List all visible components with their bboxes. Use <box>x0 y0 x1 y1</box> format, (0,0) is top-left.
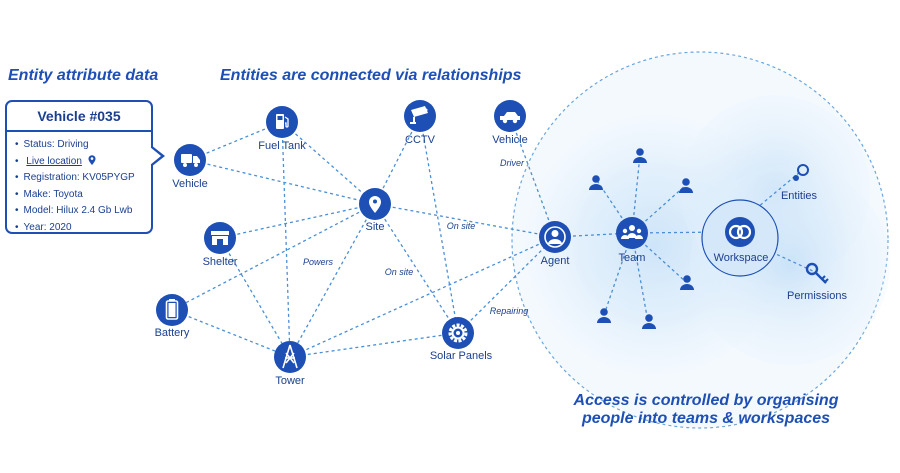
edge-label-repairing: Repairing <box>490 306 529 316</box>
node-vehicle-label: Vehicle <box>172 178 207 190</box>
person-icon <box>589 175 603 190</box>
node-workspace-label: Workspace <box>714 252 769 264</box>
attribute-make-text: Make: Toyota <box>23 188 83 200</box>
node-battery-label: Battery <box>155 327 190 339</box>
node-solar-panels[interactable]: Solar Panels <box>430 317 493 362</box>
edge-label-powers: Powers <box>303 257 334 267</box>
node-shelter-label: Shelter <box>203 256 238 268</box>
map-pin-icon <box>369 196 381 213</box>
edge-label-on-site-solar: On site <box>385 267 414 277</box>
attribute-model: Model: Hilux 2.4 Gb Lwb <box>15 203 151 220</box>
attribute-year: Year: 2020 <box>15 220 151 237</box>
edge-label-on-site-agent: On site <box>447 221 476 231</box>
node-entities-label: Entities <box>781 190 818 202</box>
person-icon <box>597 308 611 323</box>
node-tower-label: Tower <box>275 375 305 387</box>
heading-relationships: Entities are connected via relationships <box>220 67 522 84</box>
heading-entity-attributes: Entity attribute data <box>8 67 158 84</box>
node-team[interactable]: Team <box>616 217 648 264</box>
truck-icon <box>181 154 200 167</box>
gear-icon <box>448 323 468 343</box>
person-icon <box>642 314 656 329</box>
card-pointer-fill <box>150 147 161 165</box>
node-vehicle-2[interactable]: Vehicle <box>492 100 528 146</box>
heading-access-line1: Access is controlled by organising <box>573 392 839 409</box>
node-cctv[interactable]: CCTV <box>404 100 436 146</box>
node-cctv-label: CCTV <box>405 134 436 146</box>
team-member[interactable] <box>633 148 647 163</box>
attribute-year-text: Year: 2020 <box>23 221 72 233</box>
person-icon <box>633 148 647 163</box>
node-battery[interactable]: Battery <box>155 294 190 339</box>
card-title: Vehicle #035 <box>7 102 151 132</box>
fuel-pump-icon <box>276 114 289 129</box>
group-icon <box>621 225 643 239</box>
attribute-make: Make: Toyota <box>15 187 151 204</box>
tower-icon <box>282 344 298 369</box>
attribute-registration-text: Registration: KV05PYGP <box>23 172 135 183</box>
attribute-status: Status: Driving <box>15 137 151 154</box>
attribute-model-text: Model: Hilux 2.4 Gb Lwb <box>23 205 133 216</box>
team-member[interactable] <box>642 314 656 329</box>
attribute-location[interactable]: Live location <box>15 154 151 171</box>
attribute-registration: Registration: KV05PYGP <box>15 170 151 187</box>
live-location-link[interactable]: Live location <box>26 155 82 167</box>
node-permissions[interactable]: Permissions <box>787 262 847 302</box>
node-team-label: Team <box>619 252 646 264</box>
node-shelter[interactable]: Shelter <box>203 222 238 268</box>
person-icon <box>680 275 694 290</box>
person-icon <box>679 178 693 193</box>
node-solar-panels-label: Solar Panels <box>430 350 493 362</box>
node-agent[interactable]: Agent <box>539 221 571 267</box>
shelter-icon <box>211 231 229 245</box>
key-icon <box>805 262 829 284</box>
team-member[interactable] <box>679 178 693 193</box>
heading-access-line2: people into teams & workspaces <box>581 410 830 427</box>
battery-icon <box>165 299 179 320</box>
team-member[interactable] <box>597 308 611 323</box>
edge-label-driver: Driver <box>500 158 525 168</box>
location-pin-icon <box>88 154 96 165</box>
node-fuel-tank[interactable]: Fuel Tank <box>258 106 306 152</box>
node-site-label: Site <box>366 221 385 233</box>
node-vehicle[interactable]: Vehicle <box>172 144 208 190</box>
attribute-status-text: Status: Driving <box>23 139 89 150</box>
team-member[interactable] <box>589 175 603 190</box>
node-permissions-label: Permissions <box>787 290 847 302</box>
attribute-list: Status: Driving Live location Registrati… <box>7 132 151 236</box>
car-icon <box>500 112 520 124</box>
node-vehicle-2-label: Vehicle <box>492 134 527 146</box>
node-entities[interactable]: Entities <box>781 164 818 202</box>
entity-attribute-card: Vehicle #035 Status: Driving Live locati… <box>5 100 153 234</box>
node-site[interactable]: Site <box>359 188 391 233</box>
team-member[interactable] <box>680 275 694 290</box>
workspace-icon <box>728 224 752 240</box>
cctv-camera-icon <box>410 106 428 124</box>
node-fuel-tank-label: Fuel Tank <box>258 140 306 152</box>
node-tower[interactable]: Tower <box>274 341 306 387</box>
entities-icon <box>793 164 809 181</box>
person-icon <box>544 226 566 248</box>
node-workspace[interactable]: Workspace <box>701 199 779 277</box>
node-agent-label: Agent <box>541 255 570 267</box>
